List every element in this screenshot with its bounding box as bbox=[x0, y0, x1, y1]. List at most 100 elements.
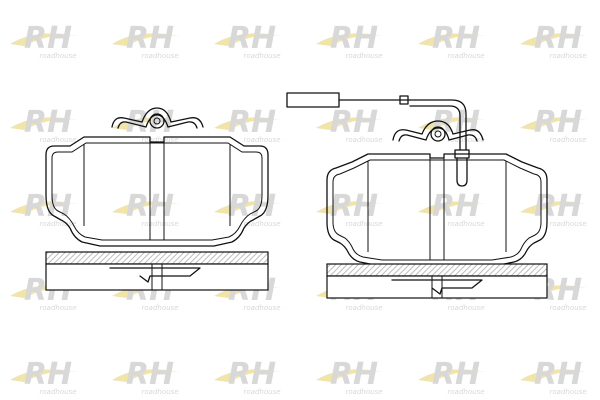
left-brake-pad bbox=[45, 107, 269, 291]
watermark-logo-text: RH bbox=[432, 189, 480, 224]
watermark-swoosh bbox=[112, 285, 180, 298]
watermark-brand-text: roadhouse bbox=[549, 304, 586, 312]
watermark-swoosh bbox=[10, 201, 78, 214]
left-pad-friction-outline bbox=[51, 142, 263, 241]
watermark-logo-text: RH bbox=[24, 357, 72, 392]
watermark-brand-text: roadhouse bbox=[141, 52, 178, 60]
watermark-logo-text: RH bbox=[228, 189, 276, 224]
right-pad-backplate-section bbox=[326, 263, 548, 277]
watermark-logo-text: RH bbox=[432, 357, 480, 392]
watermark-brand-text: roadhouse bbox=[345, 220, 382, 228]
watermark-swoosh bbox=[214, 369, 282, 382]
right-pad-backplate-outline bbox=[326, 153, 548, 267]
watermark-brand-text: roadhouse bbox=[141, 136, 178, 144]
watermark-logo-text: RH bbox=[534, 189, 582, 224]
watermark-logo-text: RH bbox=[330, 21, 378, 56]
watermark-brand-text: roadhouse bbox=[549, 52, 586, 60]
watermark-swoosh bbox=[214, 285, 282, 298]
watermark-brand-text: roadhouse bbox=[447, 304, 484, 312]
watermark-brand-text: roadhouse bbox=[39, 220, 76, 228]
watermark-logo-text: RH bbox=[330, 357, 378, 392]
watermark-brand-text: roadhouse bbox=[447, 388, 484, 396]
watermark-logo-text: RH bbox=[534, 357, 582, 392]
watermark-brand-text: roadhouse bbox=[243, 136, 280, 144]
watermark-logo-text: RH bbox=[330, 105, 378, 140]
watermark-brand-text: roadhouse bbox=[141, 304, 178, 312]
watermark-swoosh bbox=[214, 117, 282, 130]
watermark-logo-text: RH bbox=[126, 21, 174, 56]
watermark-brand-text: roadhouse bbox=[549, 388, 586, 396]
right-pad-friction-outline bbox=[332, 159, 542, 261]
watermark-swoosh bbox=[112, 117, 180, 130]
watermark-brand-text: roadhouse bbox=[549, 136, 586, 144]
watermark-brand-text: roadhouse bbox=[243, 304, 280, 312]
watermark-brand-text: roadhouse bbox=[447, 52, 484, 60]
watermark-swoosh bbox=[520, 201, 588, 214]
watermark-logo-text: RH bbox=[24, 189, 72, 224]
watermark-brand-text: roadhouse bbox=[345, 304, 382, 312]
watermark-swoosh bbox=[316, 369, 384, 382]
watermark-brand-text: roadhouse bbox=[345, 136, 382, 144]
watermark-logo-text: RH bbox=[24, 105, 72, 140]
watermark-swoosh bbox=[418, 117, 486, 130]
watermark-brand-text: roadhouse bbox=[447, 220, 484, 228]
right-pad-friction-section bbox=[326, 275, 548, 299]
watermark-logo-text: RH bbox=[432, 21, 480, 56]
watermark-brand-text: roadhouse bbox=[39, 304, 76, 312]
right-brake-pad bbox=[286, 92, 548, 299]
watermark-swoosh bbox=[316, 33, 384, 46]
left-pad-spring-clip bbox=[111, 107, 204, 129]
watermark-logo-text: RH bbox=[228, 105, 276, 140]
watermark-logo-text: RH bbox=[24, 21, 72, 56]
watermark-swoosh bbox=[112, 369, 180, 382]
watermark-swoosh bbox=[520, 33, 588, 46]
left-pad-friction-section bbox=[45, 263, 269, 291]
watermark-swoosh bbox=[10, 285, 78, 298]
watermark-brand-text: roadhouse bbox=[39, 388, 76, 396]
watermark-logo-text: RH bbox=[126, 357, 174, 392]
watermark-swoosh bbox=[10, 117, 78, 130]
watermark-logo-text: RH bbox=[228, 21, 276, 56]
watermark-swoosh bbox=[520, 117, 588, 130]
watermark-swoosh bbox=[520, 369, 588, 382]
right-pad-spring-clip bbox=[392, 120, 484, 142]
left-pad-backplate-outline bbox=[45, 136, 269, 247]
watermark-logo-text: RH bbox=[330, 189, 378, 224]
watermark-brand-text: roadhouse bbox=[549, 220, 586, 228]
watermark-swoosh bbox=[418, 369, 486, 382]
watermark-brand-text: roadhouse bbox=[243, 52, 280, 60]
watermark-swoosh bbox=[10, 33, 78, 46]
watermark-swoosh bbox=[214, 33, 282, 46]
watermark-brand-text: roadhouse bbox=[39, 136, 76, 144]
watermark-swoosh bbox=[112, 201, 180, 214]
watermark-swoosh bbox=[316, 117, 384, 130]
watermark-swoosh bbox=[214, 201, 282, 214]
watermark-brand-text: roadhouse bbox=[141, 220, 178, 228]
watermark-brand-text: roadhouse bbox=[345, 52, 382, 60]
watermark-swoosh bbox=[418, 33, 486, 46]
right-pad-side-view bbox=[326, 263, 548, 299]
watermark-logo-text: RH bbox=[534, 105, 582, 140]
left-pad-side-view bbox=[45, 251, 269, 291]
